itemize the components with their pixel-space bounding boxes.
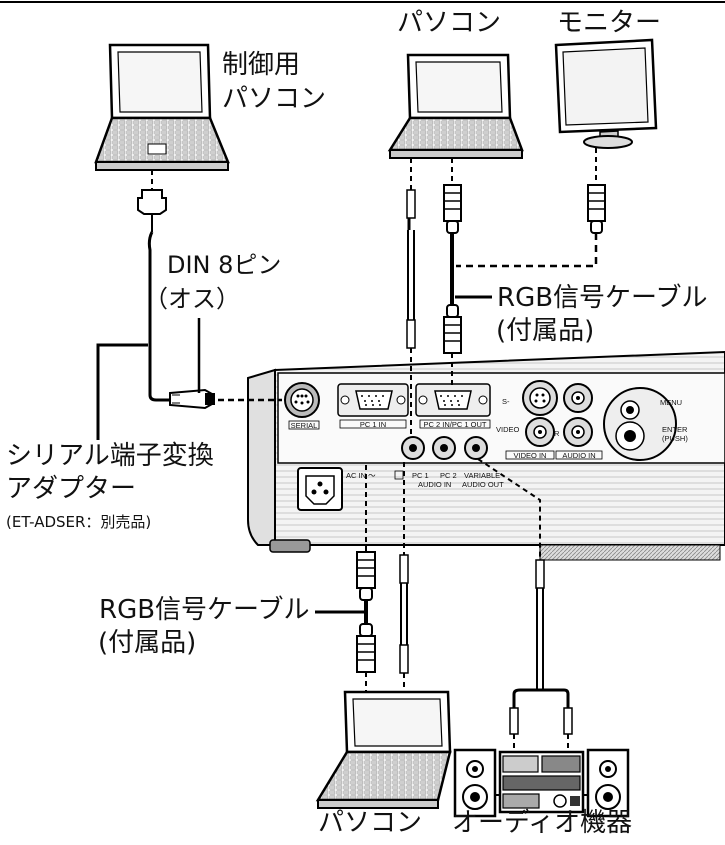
pc-bottom-rgb-cable (356, 465, 376, 692)
enter-label: ENTER (662, 425, 688, 434)
adapter-label-line2: アダプター (6, 474, 137, 504)
adapter-label-line1: シリアル端子変換 (6, 441, 214, 471)
audio-in-label: AUDIO IN (562, 451, 595, 460)
menu-enter-control[interactable]: MENU ENTER (PUSH) (603, 387, 688, 461)
variable-label: VARIABLE (464, 471, 500, 480)
audio-in-2-label: AUDIO IN (418, 480, 451, 489)
ac-in-label: AC IN ～ (346, 471, 376, 480)
adapter-leader-line (96, 343, 148, 440)
din-label-line2: （オス） (144, 285, 240, 313)
pc2-audio-label: PC 2 (440, 471, 457, 480)
serial-label: SERIAL (291, 421, 318, 430)
pc2-in-pc1-out-label: PC 2 IN/PC 1 OUT (424, 420, 487, 429)
audio-pc2-jack[interactable] (432, 436, 456, 460)
projector: SERIAL PC 1 IN PC 2 IN/PC 1 OUT (247, 350, 725, 561)
rgb-cable-left-label-line2: (付属品) (98, 628, 197, 658)
serial-cable (137, 170, 282, 410)
pc-top-label: パソコン (397, 8, 502, 38)
push-label: (PUSH) (662, 434, 688, 443)
audio-in-l-port[interactable] (563, 383, 593, 413)
control-pc-laptop (94, 43, 230, 171)
serial-port[interactable]: SERIAL (284, 382, 320, 430)
pc-top-audio-cable (406, 158, 416, 438)
pc1-in-label: PC 1 IN (360, 420, 386, 429)
rgb-cable-left-label-line1: RGB信号ケーブル (99, 595, 310, 625)
pc2-in-pc1-out-port[interactable]: PC 2 IN/PC 1 OUT (415, 383, 491, 429)
audio-equipment-label: オーディオ機器 (452, 808, 633, 838)
adapter-note: (ET-ADSER：別売品) (6, 513, 152, 531)
rgb-cable-right-label-line2: (付属品) (496, 316, 595, 346)
audio-out-label: AUDIO OUT (462, 480, 504, 489)
monitor (554, 38, 658, 149)
variable-audio-out-jack[interactable] (464, 436, 488, 460)
monitor-label: モニター (557, 8, 662, 38)
video-in-label: VIDEO IN (514, 451, 547, 460)
svideo-label: S- (502, 397, 510, 406)
svideo-port[interactable]: S- (502, 380, 558, 416)
pc-bottom-audio-cable (399, 462, 409, 692)
audio-pc1-jack[interactable] (401, 436, 425, 460)
r-label: R (554, 429, 560, 438)
ac-inlet[interactable] (297, 467, 343, 511)
control-pc-label-line2: パソコン (222, 84, 327, 114)
audio-in-r-port[interactable]: R (554, 417, 593, 447)
rgb-cable-right-label-line1: RGB信号ケーブル (497, 283, 708, 313)
pc-bottom-laptop (315, 690, 452, 809)
audio-out-cable (477, 458, 573, 752)
audio-equipment (453, 748, 630, 818)
pc-bottom-label: パソコン (318, 808, 423, 838)
pc1-in-port[interactable]: PC 1 IN (337, 383, 409, 429)
pc-top-rgb-cable (443, 158, 462, 388)
menu-label: MENU (660, 398, 682, 407)
video-in-port[interactable]: VIDEO (496, 417, 555, 447)
pc-top-laptop (387, 53, 524, 159)
pc1-audio-label: PC 1 (412, 471, 429, 480)
control-pc-label-line1: 制御用 (222, 50, 301, 80)
monitor-rgb-cable (456, 148, 606, 268)
din-label-line1: DIN 8ピン (167, 251, 282, 279)
video-label: VIDEO (496, 425, 520, 434)
